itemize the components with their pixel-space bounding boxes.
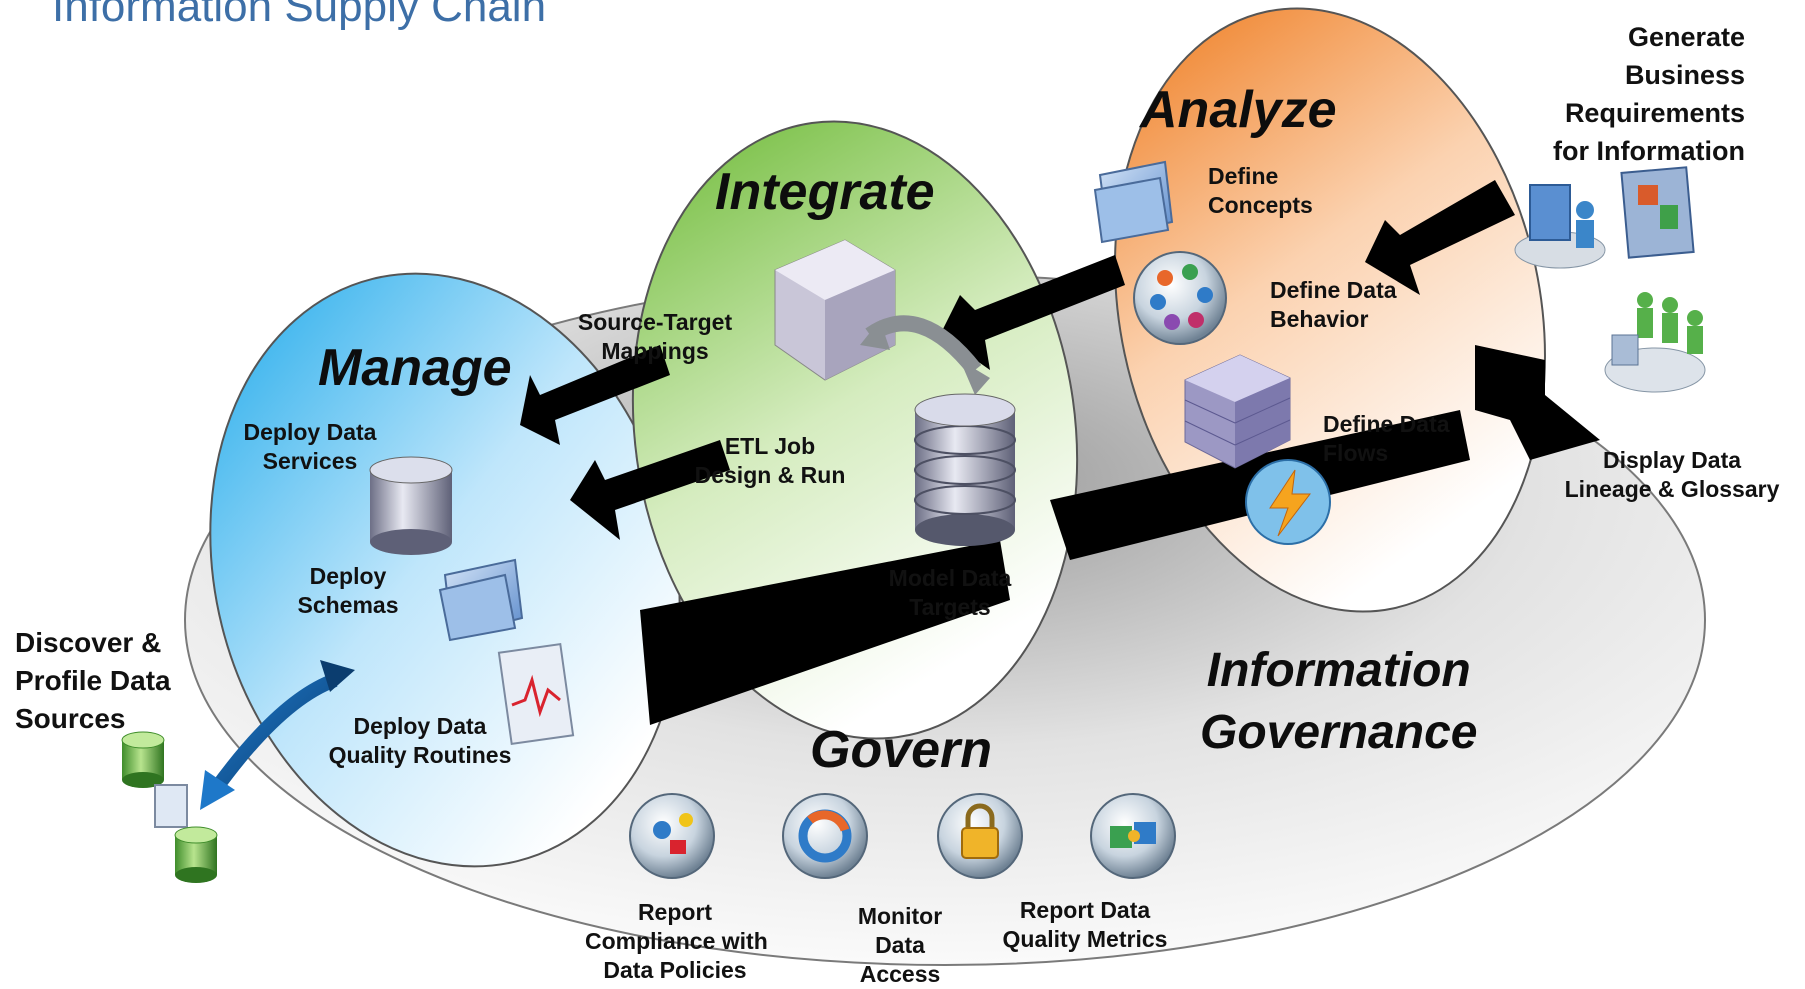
define-concepts-label: Define Concepts bbox=[1208, 163, 1313, 218]
define-data-flows-label: Define Data Flows bbox=[1323, 411, 1450, 466]
page-title: Information Supply Chain bbox=[52, 0, 547, 31]
monitor-access-label: Monitor Data Access bbox=[857, 903, 943, 987]
stage-title-manage: Manage bbox=[318, 339, 512, 397]
stage-title-analyze: Analyze bbox=[1140, 81, 1337, 139]
display-lineage-label: Display Data Lineage & Glossary bbox=[1564, 447, 1780, 502]
deploy-data-services-label: Deploy Data Services bbox=[243, 419, 377, 474]
glossary-people-icon bbox=[1604, 292, 1706, 393]
mappings-arrow bbox=[520, 345, 670, 445]
stage-title-govern: Govern bbox=[810, 721, 993, 779]
data-sources-icon bbox=[121, 731, 218, 883]
lock-globe-icon bbox=[937, 793, 1023, 879]
stage-title-integrate: Integrate bbox=[715, 163, 935, 221]
lineage-arrow bbox=[1475, 345, 1600, 460]
sync-arrow-icon bbox=[860, 315, 990, 395]
quality-chart-icon bbox=[497, 643, 575, 745]
services-globe-icon bbox=[1133, 251, 1227, 345]
report-compliance-label: Report Compliance with Data Policies bbox=[585, 899, 768, 983]
data-cube-icon bbox=[1184, 354, 1291, 469]
folder-icon bbox=[1093, 160, 1174, 244]
governance-title: Information Governance bbox=[1200, 640, 1477, 764]
etl-arrow bbox=[570, 440, 730, 540]
model-data-targets-label: Model Data Targets bbox=[888, 565, 1012, 620]
monitor-cycle-icon bbox=[782, 793, 868, 879]
report-quality-metrics-label: Report Data Quality Metrics bbox=[1002, 897, 1168, 952]
deploy-quality-routines-label: Deploy Data Quality Routines bbox=[328, 713, 512, 768]
define-data-behavior-label: Define Data Behavior bbox=[1270, 277, 1397, 332]
deploy-schemas-label: Deploy Schemas bbox=[297, 563, 399, 618]
discover-profile-label: Discover & Profile Data Sources bbox=[15, 627, 171, 734]
compliance-globe-icon bbox=[629, 793, 715, 879]
analyze-to-integrate-arrow bbox=[940, 255, 1125, 370]
governance-title-line2: Governance bbox=[1200, 706, 1478, 759]
database-stack-icon bbox=[914, 393, 1016, 546]
database-cylinder-icon bbox=[369, 456, 453, 555]
flow-lightning-icon bbox=[1245, 459, 1331, 545]
report-screen-icon bbox=[1620, 166, 1695, 259]
source-target-mappings-label: Source-Target Mappings bbox=[577, 309, 733, 364]
discover-double-arrow bbox=[200, 660, 355, 810]
folder-icon bbox=[438, 558, 524, 642]
etl-job-label: ETL Job Design & Run bbox=[694, 433, 846, 488]
generate-requirements-label: Generate Business Requirements for Infor… bbox=[1553, 22, 1745, 166]
requirements-arrow bbox=[1365, 180, 1515, 295]
business-people-icon bbox=[1514, 184, 1606, 269]
governance-title-line1: Information bbox=[1206, 644, 1471, 697]
puzzle-globe-icon bbox=[1090, 793, 1176, 879]
governance-arrow-lower bbox=[640, 540, 1010, 725]
